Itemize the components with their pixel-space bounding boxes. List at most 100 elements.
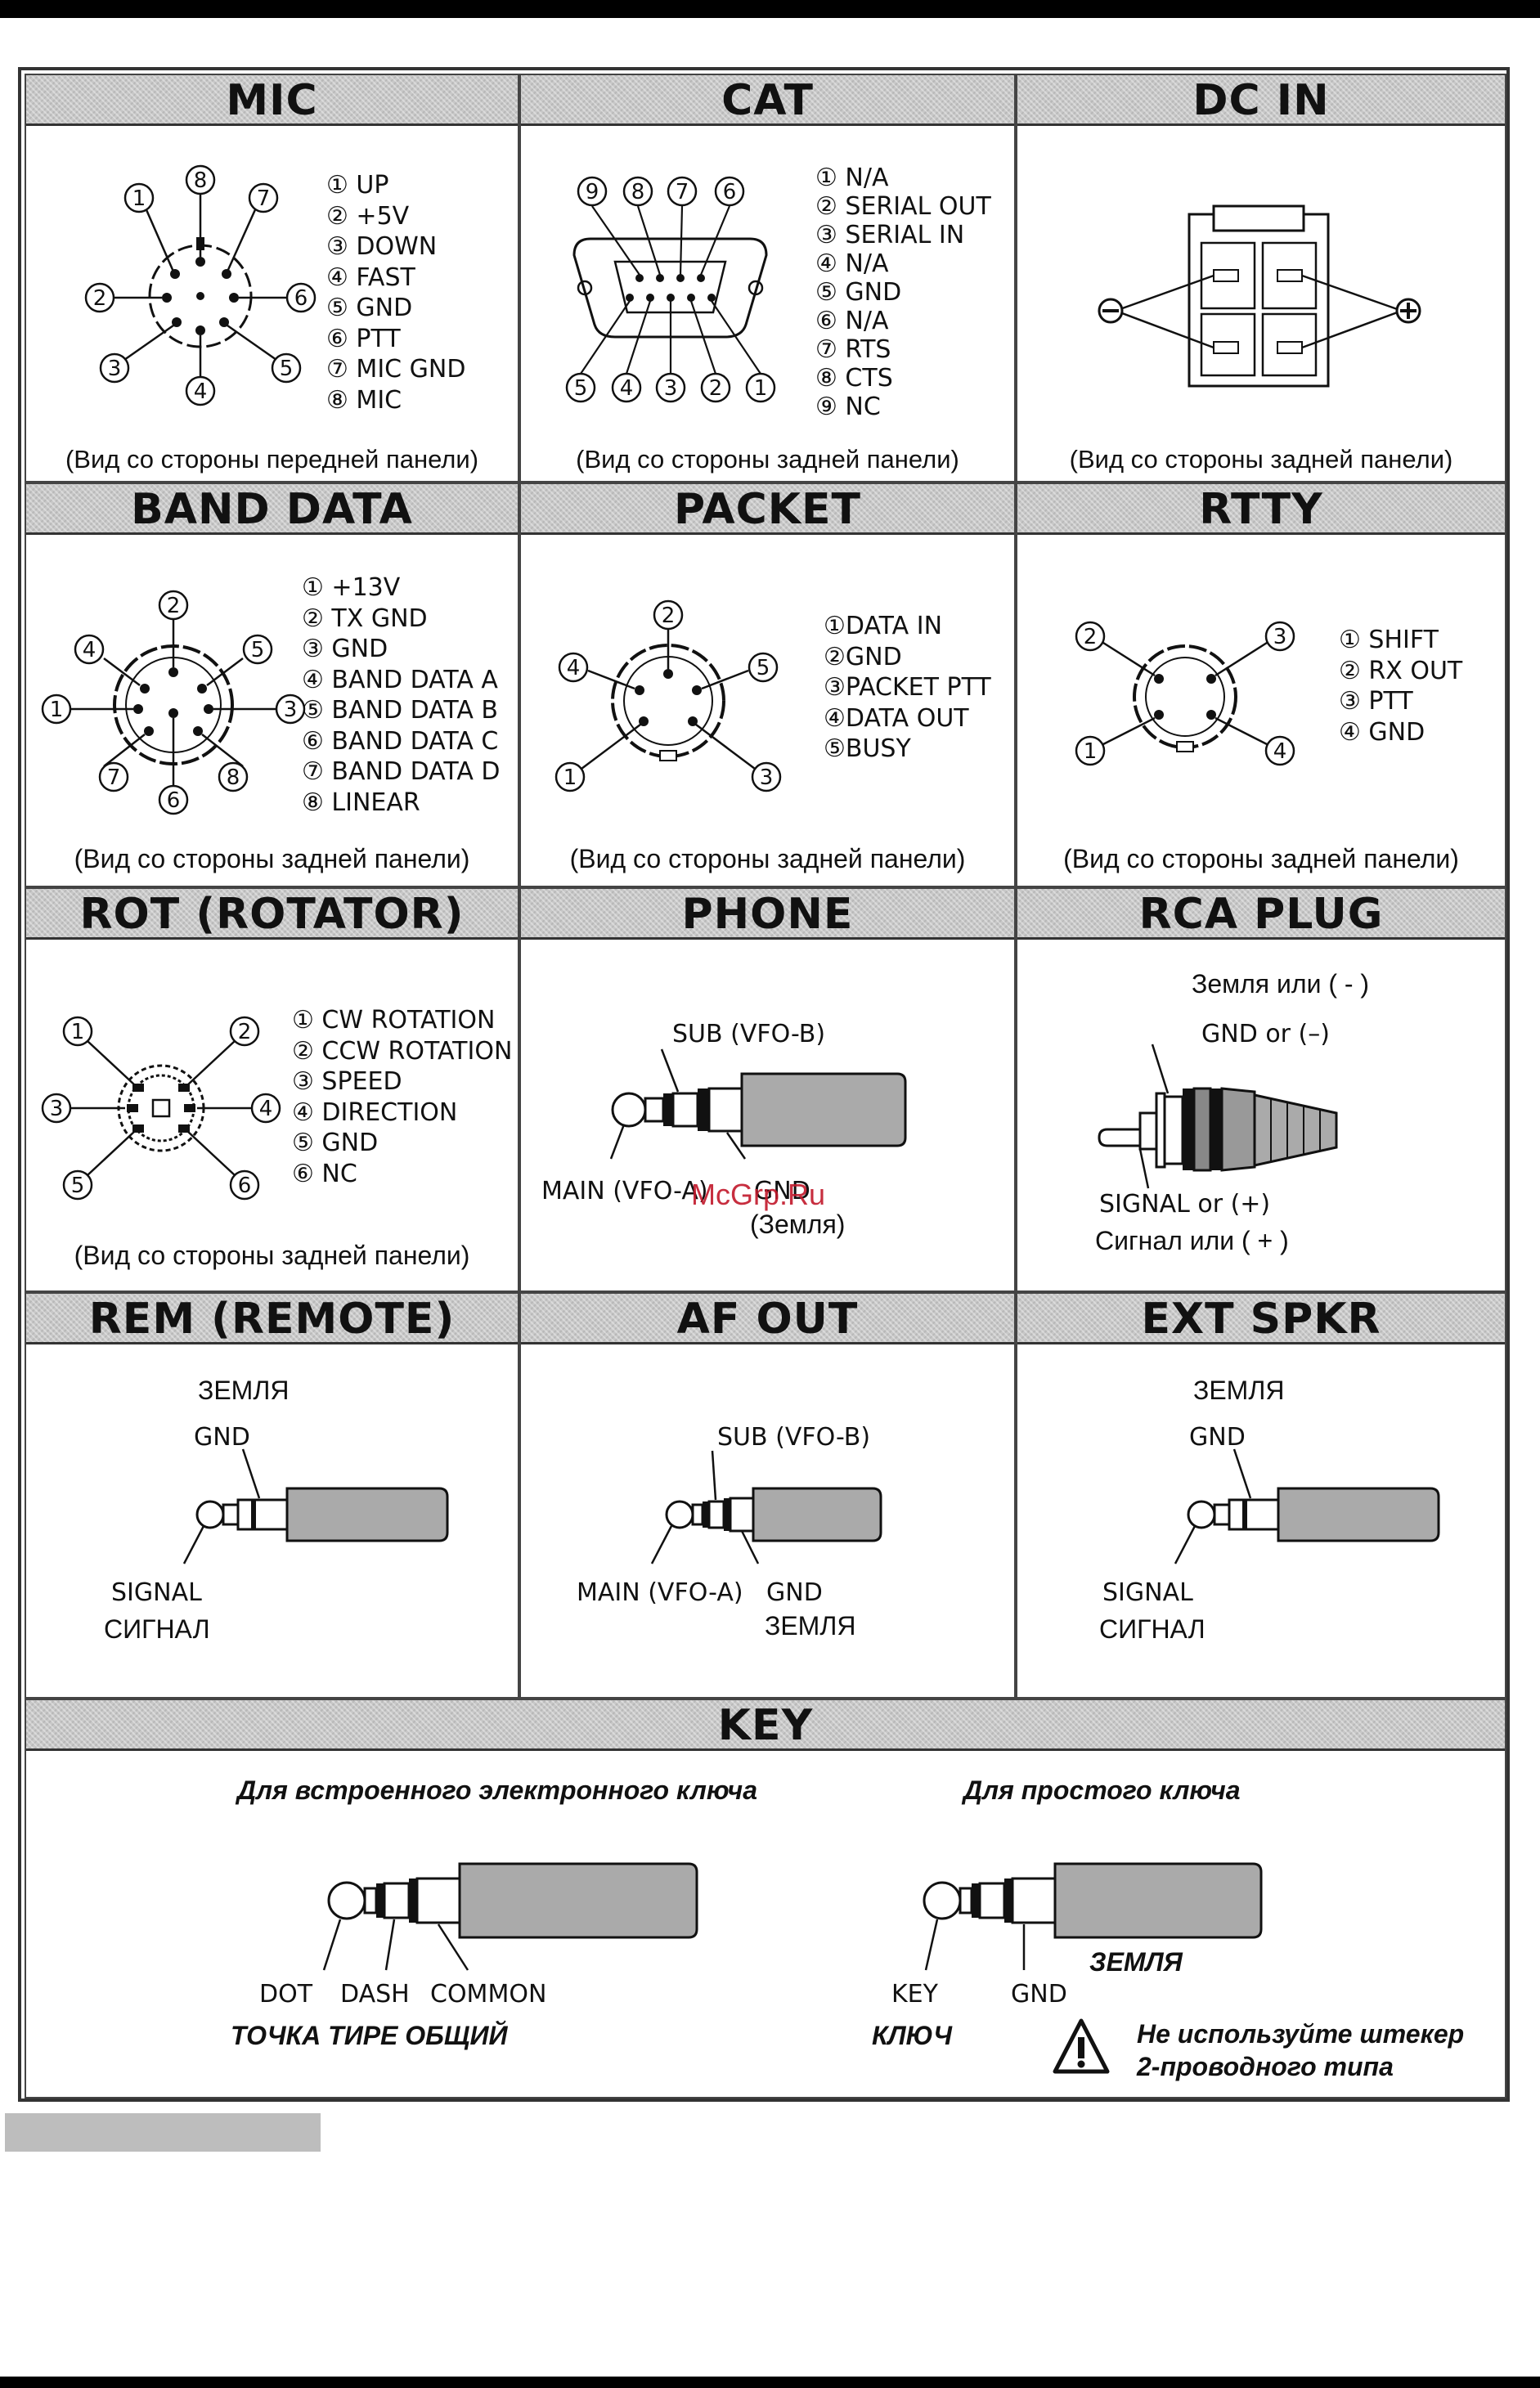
svg-text:4: 4	[259, 1097, 273, 1121]
pin-label: ④ GND	[1339, 717, 1426, 747]
cat-pin-list: ① N/A ② SERIAL OUT ③ SERIAL IN ④ N/A ⑤ G…	[815, 164, 991, 421]
db9-connector-diagram: 9 8 7 6 5 4 3 2 1	[565, 176, 776, 403]
pin-label: ⑤ BAND DATA B	[302, 696, 499, 725]
dot-label: DOT	[259, 1980, 313, 2009]
svg-text:1: 1	[1084, 739, 1098, 764]
pin-label: ④DATA OUT	[824, 703, 969, 733]
panel-phone: PHONE SUB (VFO-B) MAIN (VFO-A) GND (Земл…	[519, 887, 1016, 1292]
mic-connector-diagram: 8 1 7 2 6 3 5 4	[84, 164, 317, 406]
pin-label: ⑧ LINEAR	[302, 788, 420, 817]
panel-title: PHONE	[521, 889, 1014, 940]
pin-label: ⑨ NC	[815, 393, 881, 421]
svg-text:6: 6	[294, 286, 308, 311]
main-vfo-a-label: MAIN (VFO-A)	[577, 1578, 743, 1607]
pin-label: ④ FAST	[326, 263, 415, 292]
svg-text:8: 8	[227, 765, 240, 790]
svg-text:4: 4	[567, 656, 581, 680]
packet-pin-list: ①DATA IN ②GND ③PACKET PTT ④DATA OUT ⑤BUS…	[824, 611, 991, 765]
straight-key-plug-diagram	[923, 1862, 1263, 1971]
band-data-pin-list: ① +13V ② TX GND ③ GND ④ BAND DATA A ⑤ BA…	[302, 572, 501, 818]
svg-text:2: 2	[709, 376, 723, 401]
main-vfo-a-label: MAIN (VFO-A)	[541, 1177, 708, 1205]
svg-text:8: 8	[194, 168, 208, 193]
gnd-russian-label: (Земля)	[750, 1210, 846, 1239]
svg-text:2: 2	[167, 594, 181, 618]
pin-label: ② +5V	[326, 201, 410, 231]
panel-mic: MIC 8 1 7 2 6 3 5 4	[25, 74, 519, 483]
key-label: KEY	[891, 1980, 938, 2009]
pin-label: ⑧ CTS	[815, 364, 893, 393]
pin-label: ⑦ BAND DATA D	[302, 757, 501, 786]
phone-plug-diagram	[609, 1048, 907, 1160]
packet-connector-diagram: 2 4 5 1 3	[554, 599, 782, 792]
pin-label: ①DATA IN	[824, 612, 943, 640]
dc-power-connector-diagram	[1098, 204, 1421, 388]
connector-chart: MIC 8 1 7 2 6 3 5 4	[18, 67, 1510, 2102]
pin-label: ② CCW ROTATION	[292, 1036, 513, 1066]
electronic-key-russian-label: ТОЧКА ТИРЕ ОБЩИЙ	[231, 2021, 508, 2050]
pin-label: ④ BAND DATA A	[302, 665, 498, 694]
view-caption: (Вид со стороны задней панели)	[569, 844, 966, 873]
panel-cat: CAT 9 8 7 6 5 4	[519, 74, 1016, 483]
svg-text:2: 2	[662, 604, 676, 628]
bottom-bar	[0, 2377, 1540, 2388]
straight-key-caption: Для простого ключа	[963, 1775, 1241, 1805]
panel-rtty: RTTY 2 3 1 4 ① SHIFT ② RX OUT ③ PTT	[1016, 483, 1506, 887]
mic-pin-list: ① UP ② +5V ③ DOWN ④ FAST ⑤ GND ⑥ PTT ⑦ M…	[326, 170, 465, 415]
pin-label: ③ DOWN	[326, 232, 438, 261]
signal-russian-label: СИГНАЛ	[104, 1614, 210, 1644]
signal-label: SIGNAL	[1102, 1578, 1193, 1607]
svg-text:2: 2	[1084, 625, 1098, 649]
panel-title: MIC	[26, 75, 518, 126]
sub-vfo-b-label: SUB (VFO-B)	[717, 1423, 871, 1452]
svg-text:1: 1	[563, 765, 577, 790]
panel-title: BAND DATA	[26, 484, 518, 535]
view-caption: (Вид со стороны задней панели)	[74, 844, 470, 873]
pin-label: ⑤BUSY	[824, 734, 911, 763]
pin-label: ② RX OUT	[1339, 656, 1463, 685]
pin-label: ① SHIFT	[1339, 626, 1439, 654]
pin-label: ⑧ MIC	[326, 385, 402, 415]
gnd-label: GND or (–)	[1201, 1020, 1330, 1048]
svg-text:3: 3	[50, 1097, 64, 1121]
panel-key: KEY Для встроенного электронного ключа Д…	[25, 1699, 1506, 2098]
signal-label: SIGNAL	[111, 1578, 202, 1607]
rca-plug-diagram	[1098, 1044, 1338, 1189]
svg-text:5: 5	[280, 357, 294, 381]
view-caption: (Вид со стороны задней панели)	[1063, 844, 1459, 873]
pin-label: ⑥ PTT	[326, 324, 401, 353]
gnd-russian-label: ЗЕМЛЯ	[198, 1376, 290, 1405]
panel-extspkr: EXT SPKR ЗЕМЛЯ GND SIGNAL СИГНАЛ	[1016, 1292, 1506, 1699]
af-out-plug-diagram	[650, 1450, 882, 1564]
svg-text:1: 1	[50, 698, 64, 722]
panel-title: PACKET	[521, 484, 1014, 535]
gnd-label: GND	[754, 1177, 810, 1205]
rotator-connector-diagram: 1 2 3 4 5 6	[41, 1016, 281, 1201]
svg-text:1: 1	[754, 376, 768, 401]
svg-text:1: 1	[132, 186, 146, 211]
panel-title: ROT (ROTATOR)	[26, 889, 518, 940]
svg-text:4: 4	[83, 638, 97, 662]
pin-label: ③PACKET PTT	[824, 673, 991, 702]
pin-label: ⑤ GND	[326, 294, 413, 322]
svg-text:6: 6	[167, 788, 181, 813]
gnd-russian-label: ЗЕМЛЯ	[765, 1611, 856, 1641]
svg-text:6: 6	[238, 1174, 252, 1198]
svg-text:3: 3	[664, 376, 678, 401]
pin-label: ④ DIRECTION	[292, 1097, 458, 1127]
warning-text-line1: Не используйте штекер	[1137, 2019, 1465, 2049]
svg-text:3: 3	[1273, 625, 1287, 649]
pin-label: ① +13V	[302, 573, 401, 602]
panel-afout: AF OUT SUB (VFO-B) MAIN (VFO-A) GND ЗЕМЛ…	[519, 1292, 1016, 1699]
pin-label: ③ PTT	[1339, 687, 1413, 716]
band-data-connector-diagram: 2 4 5 1 3 7 8 6	[41, 590, 306, 815]
svg-text:3: 3	[760, 765, 774, 790]
key-russian-label: КЛЮЧ	[872, 2021, 953, 2050]
svg-text:4: 4	[1273, 739, 1287, 764]
gnd-label: GND	[1189, 1423, 1246, 1452]
svg-text:5: 5	[757, 656, 770, 680]
svg-text:8: 8	[631, 180, 645, 204]
pin-label: ⑦ MIC GND	[326, 355, 466, 384]
panel-title: DC IN	[1017, 75, 1505, 126]
pin-label: ⑤ GND	[292, 1129, 379, 1157]
